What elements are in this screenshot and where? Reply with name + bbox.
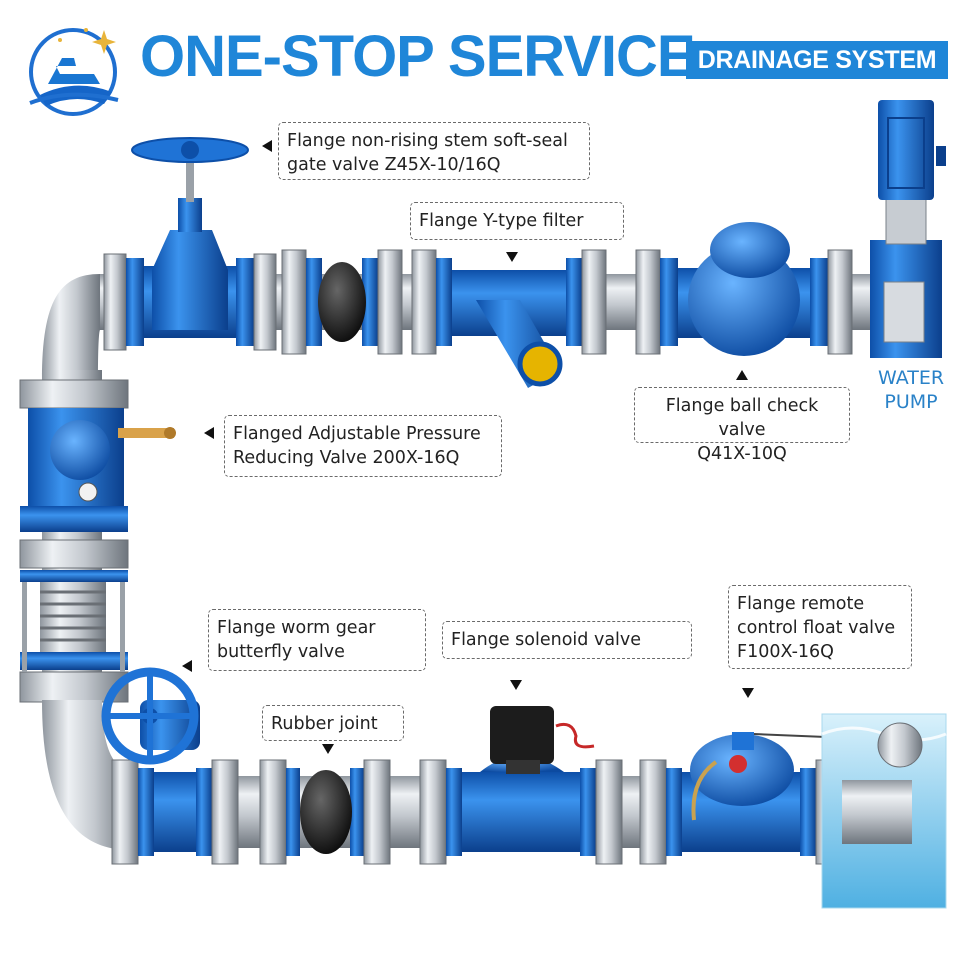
- triangle-pointer-icon: [182, 140, 754, 754]
- bellows-joint: [22, 582, 125, 672]
- water-pump: [870, 100, 946, 358]
- solenoid-valve: [462, 706, 595, 852]
- upper-rubber-joint: [318, 262, 366, 342]
- y-filter-label-text: Flange Y-type filter: [419, 211, 584, 231]
- lower-flanges: [111, 759, 843, 865]
- float-valve: [682, 732, 901, 852]
- float-valve-label: Flange remote control float valve F100X-…: [728, 585, 912, 669]
- butterfly-valve: [101, 667, 200, 852]
- ship-logo-icon: [29, 28, 119, 116]
- pressure-reducing-label: Flanged Adjustable Pressure Reducing Val…: [224, 415, 502, 477]
- y-filter-label: Flange Y-type filter: [410, 202, 624, 240]
- solenoid-valve-label: Flange solenoid valve: [442, 621, 692, 659]
- float-valve-label-line1: Flange remote: [737, 594, 865, 614]
- page-title: ONE-STOP SERVICE: [140, 24, 696, 89]
- water-tank: [821, 713, 947, 909]
- water-pump-label-line1: WATER: [877, 367, 945, 389]
- butterfly-valve-label: Flange worm gear butterfly valve: [208, 609, 426, 671]
- float-valve-label-line3: F100X-16Q: [737, 642, 834, 662]
- solenoid-valve-label-text: Flange solenoid valve: [451, 630, 642, 650]
- gate-valve: [131, 137, 249, 338]
- ball-check-valve: [678, 222, 810, 356]
- rubber-joint-label-text: Rubber joint: [271, 714, 378, 734]
- ball-check-label-line1: Flange ball check valve: [665, 396, 819, 440]
- ball-check-label: Flange ball check valve Q41X-10Q: [634, 387, 850, 464]
- gate-valve-label: Flange non-rising stem soft-seal gate va…: [278, 122, 590, 180]
- gate-valve-label-line1: Flange non-rising stem soft-seal: [287, 131, 568, 151]
- rubber-joint-label: Rubber joint: [262, 705, 404, 741]
- section-badge: DRAINAGE SYSTEM: [686, 41, 948, 79]
- butterfly-valve-label-line1: Flange worm gear: [217, 618, 376, 638]
- upper-flanges: [103, 249, 853, 355]
- water-pump-label: WATER PUMP: [866, 366, 956, 414]
- ball-check-label-line2: Q41X-10Q: [697, 444, 787, 464]
- pressure-reducing-label-line2: Reducing Valve 200X-16Q: [233, 448, 460, 468]
- pressure-reducing-valve: [28, 408, 176, 506]
- float-valve-label-line2: control float valve: [737, 618, 896, 638]
- y-type-filter: [452, 270, 566, 388]
- pressure-reducing-label-line1: Flanged Adjustable Pressure: [233, 424, 481, 444]
- butterfly-valve-label-line2: butterfly valve: [217, 642, 345, 662]
- lower-rubber-joint: [300, 770, 352, 854]
- water-pump-label-line2: PUMP: [884, 391, 938, 413]
- gate-valve-label-line2: gate valve Z45X-10/16Q: [287, 155, 501, 175]
